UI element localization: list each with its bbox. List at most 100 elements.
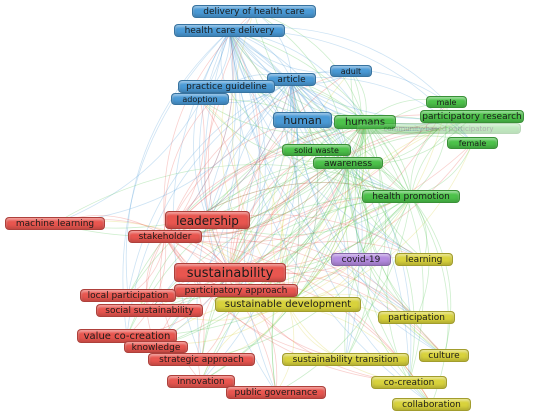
link-200 xyxy=(344,196,412,360)
link-201 xyxy=(410,196,452,356)
link-159 xyxy=(201,162,349,360)
node-community-based-participatory[interactable]: community-based participatory xyxy=(356,123,521,134)
node-participatory-research[interactable]: participatory research xyxy=(420,110,524,123)
link-120 xyxy=(229,30,266,291)
link-153 xyxy=(229,162,349,273)
node-humans[interactable]: humans xyxy=(334,115,396,129)
node-article[interactable]: article xyxy=(267,73,316,86)
node-leadership[interactable]: leadership xyxy=(165,211,250,229)
node-culture[interactable]: culture xyxy=(419,349,469,362)
link-69 xyxy=(229,30,300,305)
link-165 xyxy=(347,162,417,318)
node-collaboration[interactable]: collaboration xyxy=(392,398,471,411)
link-156 xyxy=(149,162,349,311)
link-263 xyxy=(243,79,292,393)
link-128 xyxy=(229,30,362,260)
node-machine-learning[interactable]: machine learning xyxy=(5,217,105,230)
node-strategic-approach[interactable]: strategic approach xyxy=(148,353,255,366)
link-134 xyxy=(229,30,410,383)
link-44 xyxy=(229,128,439,273)
link-257 xyxy=(127,79,292,296)
link-163 xyxy=(347,162,425,260)
link-224 xyxy=(145,236,166,311)
node-practice-guideline[interactable]: practice guideline xyxy=(178,80,275,93)
node-sustainable-development[interactable]: sustainable development xyxy=(215,297,361,312)
link-46 xyxy=(229,149,317,273)
link-162 xyxy=(347,162,368,260)
node-male[interactable]: male xyxy=(426,96,467,108)
link-111 xyxy=(229,30,439,129)
link-203 xyxy=(410,196,449,405)
link-184 xyxy=(54,164,412,224)
link-39 xyxy=(199,98,240,273)
link-255 xyxy=(226,79,292,273)
link-98 xyxy=(287,304,346,360)
link-75 xyxy=(287,101,447,305)
node-sustainability-transition[interactable]: sustainability transition xyxy=(282,353,409,366)
link-77 xyxy=(287,121,366,305)
node-participation[interactable]: participation xyxy=(378,311,455,324)
link-215 xyxy=(164,142,473,243)
link-119 xyxy=(199,30,231,273)
link-71 xyxy=(287,79,319,305)
link-139 xyxy=(291,79,349,164)
link-130 xyxy=(229,30,300,305)
node-value-co-creation[interactable]: value co-creation xyxy=(77,329,177,343)
link-81 xyxy=(287,162,349,305)
node-adult[interactable]: adult xyxy=(330,65,372,77)
node-sustainability[interactable]: sustainability xyxy=(174,263,286,282)
node-solid-waste[interactable]: solid waste xyxy=(282,144,351,156)
node-social-sustainability[interactable]: social sustainability xyxy=(96,304,203,317)
node-innovation[interactable]: innovation xyxy=(167,375,235,388)
link-31 xyxy=(361,121,445,356)
link-167 xyxy=(347,162,445,356)
link-115 xyxy=(229,30,412,197)
link-155 xyxy=(127,162,349,296)
node-health-promotion[interactable]: health promotion xyxy=(362,190,460,203)
node-learning[interactable]: learning xyxy=(395,253,453,266)
link-117 xyxy=(193,30,230,221)
link-17 xyxy=(229,121,366,273)
link-79 xyxy=(287,142,473,305)
link-94 xyxy=(275,304,295,393)
link-19 xyxy=(127,121,366,296)
node-public-governance[interactable]: public governance xyxy=(226,386,326,399)
link-206 xyxy=(164,70,352,237)
link-43 xyxy=(229,121,366,273)
node-co-creation[interactable]: co-creation xyxy=(371,376,447,389)
link-131 xyxy=(229,30,417,318)
node-health-care-delivery[interactable]: health care delivery xyxy=(174,24,285,37)
node-stakeholder[interactable]: stakeholder xyxy=(128,230,202,243)
node-adoption[interactable]: adoption xyxy=(171,93,229,105)
link-180 xyxy=(410,128,439,197)
link-271 xyxy=(290,79,432,405)
node-participatory-approach[interactable]: participatory approach xyxy=(174,284,298,297)
link-40 xyxy=(229,119,303,273)
link-261 xyxy=(196,79,292,360)
link-121 xyxy=(125,30,230,296)
node-human[interactable]: human xyxy=(273,112,332,128)
link-30 xyxy=(345,121,387,360)
link-93 xyxy=(200,304,289,382)
link-59 xyxy=(229,272,278,393)
link-248 xyxy=(291,77,473,144)
link-266 xyxy=(287,79,319,305)
link-126 xyxy=(200,30,261,382)
link-113 xyxy=(229,30,317,151)
link-36 xyxy=(229,70,352,273)
node-delivery-of-health-care[interactable]: delivery of health care xyxy=(192,5,316,18)
link-57 xyxy=(201,272,232,360)
link-237 xyxy=(164,236,432,405)
link-150 xyxy=(54,162,349,237)
node-knowledge[interactable]: knowledge xyxy=(124,341,188,353)
link-194 xyxy=(200,196,412,382)
link-76 xyxy=(287,116,473,305)
link-211 xyxy=(164,101,447,237)
link-37 xyxy=(229,79,296,273)
link-29 xyxy=(359,121,417,318)
node-female[interactable]: female xyxy=(447,137,498,149)
node-covid-19[interactable]: covid-19 xyxy=(331,253,391,266)
link-172 xyxy=(350,70,412,197)
node-local-participation[interactable]: local participation xyxy=(80,289,176,302)
node-awareness[interactable]: awareness xyxy=(313,157,383,169)
